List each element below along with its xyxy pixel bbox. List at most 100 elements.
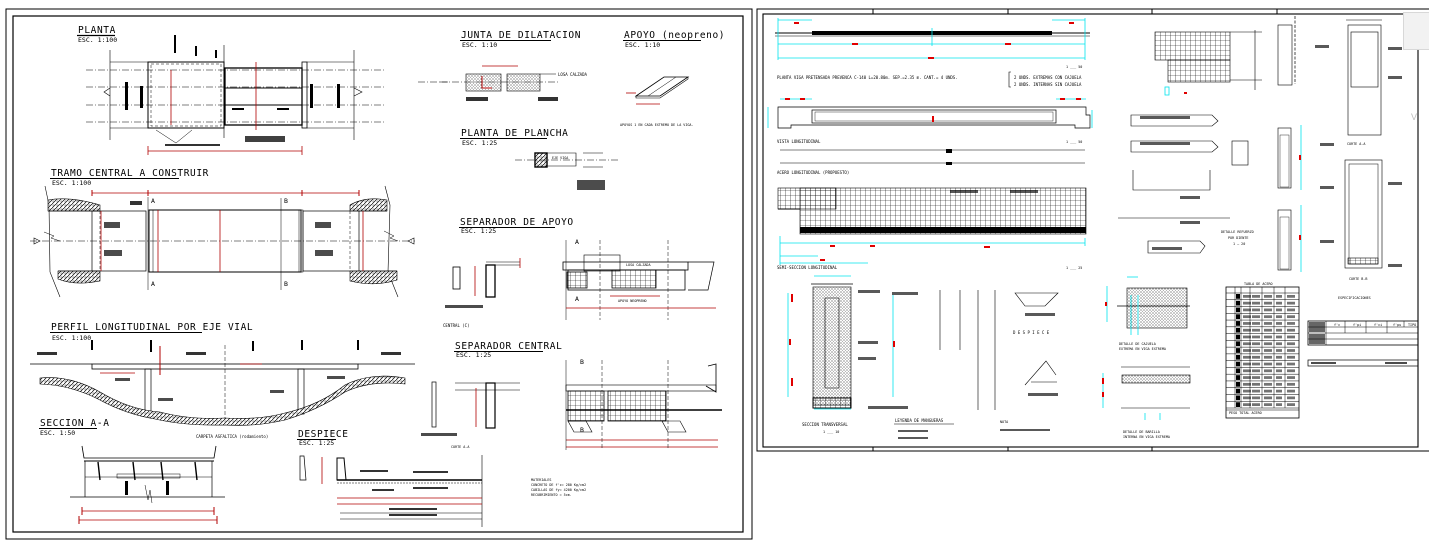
junta-title: JUNTA DE DILATACION [461,30,581,41]
corte-aa-label-1: CORTE A-A [1347,142,1365,146]
vista-long-title: VISTA LONGITUDINAL [777,139,821,144]
despiece-right-title: D E S P I E C E [1013,330,1050,335]
sep-central-title: SEPARADOR CENTRAL [455,341,562,352]
svg-text:A: A [575,295,579,303]
svg-text:B: B [580,358,584,366]
sep-central-corte: CORTE A-A [451,445,469,449]
brace-note-1: 2 UNDS. EXTREMAS CON CAJUELA [1014,75,1082,80]
svg-text:B: B [580,426,584,434]
tabla-row [1236,395,1295,401]
planta-title: PLANTA [78,25,116,36]
minor-annotations [858,45,1402,439]
annotation-text-block [1388,47,1402,50]
annotation-text-block [1140,116,1190,119]
tabla-row [1236,294,1295,299]
junta-dilatacion-view: JUNTA DE DILATACION ESC. 1:10 LOSA CALZA… [440,30,587,101]
annotation-text-block [1010,190,1038,193]
despiece-view: DESPIECE ESC. 1:25 [297,429,483,527]
tabla-row [1236,334,1295,340]
tabla-row [1236,341,1295,347]
cajuela-reinforcement-view [1154,16,1296,96]
annotation-text-block [1388,182,1402,185]
sep-apoyo-note-neopreno: APOYO NEOPRENO [618,299,647,303]
annotation-text-block [892,292,918,295]
left-sheet-outer-border [5,8,753,540]
annotation-text-block [1315,45,1329,48]
scale-20: 1 — 20 [1233,242,1245,246]
annotation-text-block [1320,143,1334,146]
annotation-text-block [1025,313,1055,316]
sep-central-scale: ESC. 1:25 [456,351,491,359]
detalle-cajuela-title: DETALLE DE CAJUELA [1119,342,1156,346]
left-sheet-inner-border [12,15,744,533]
sep-apoyo-note-losa: LOSA CALZADA [626,263,651,267]
scale-25: 1 ___ 25 [1066,266,1082,270]
tabla-row [1236,314,1295,320]
barras-despiece-view: DETALLE REFUERZO POR DIENTE 1 — 20 [1118,114,1302,272]
sep-apoyo-title: SEPARADOR DE APOYO [460,217,574,228]
apoyo-scale: ESC. 1:10 [625,41,660,49]
sep-apoyo-scale: ESC. 1:25 [461,227,496,235]
peso-total-label: PESO TOTAL ACERO [1229,411,1262,415]
materiales-line-4: RECUBRIMIENTO = 5cm. [531,493,572,497]
seccion-aa-view: SECCION A-A ESC. 1:50 CARPETA ASFALTICA … [39,418,268,524]
annotation-text-block [1180,221,1200,224]
seccion-title: SECCION A-A [40,418,110,429]
tabla-row [1236,348,1295,353]
perfil-longitudinal-view: PERFIL LONGITUDINAL POR EJE VIAL ESC. 1:… [30,322,415,426]
section-b-top: B [284,197,288,205]
brace-note-2: 2 UNDS. INTERNAS SIN CAJUELA [1014,82,1082,87]
materiales-line-1: MATERIALES [531,478,551,482]
tabla-row [1236,402,1295,407]
tabla-acero: TABLA DE ACERO PESO TOTAL ACERO [1225,282,1300,419]
planta-scale: ESC. 1:100 [78,36,117,44]
tabla-row [1236,388,1295,394]
left-sheet: PLANTA ESC. 1:100 [5,8,753,540]
seccion-note: CARPETA ASFALTICA (rodamiento) [196,434,268,439]
tabla-acero-title: TABLA DE ACERO [1244,282,1273,286]
acero-long-title: ACERO LONGITUDINAL (PROPUESTO) [777,170,849,175]
tramo-central-view: TRAMO CENTRAL A CONSTRUIR ESC. 1:100 [30,168,415,298]
spec-header-cell: f'pu [1393,323,1401,327]
annotation-text-block [898,430,928,432]
despiece-title: DESPIECE [298,429,349,440]
detalle-cajuela-sub: EXTREMA EN VIGA EXTREMA [1119,347,1166,351]
detalle-barilla-title: DETALLE DE BARILLA [1123,430,1160,434]
annotation-text-block [1388,264,1402,267]
annotation-text-block [1028,393,1058,396]
seccion-trans-title: SECCION TRANSVERSAL [802,422,848,427]
seccion-scale: ESC. 1:50 [40,429,75,437]
right-sheet: 1 ___ 50 PLANTA VIGA PRETENSADA PREVENCA… [756,8,1429,452]
annotation-text-block [1388,76,1402,79]
tabla-row [1236,327,1295,333]
materiales-line-2: CONCRETO DE f'c= 280 Kg/cm2 [531,483,586,487]
annotation-text-block [1000,429,1050,431]
sep-apoyo-central: CENTRAL (C) [443,323,470,328]
separador-apoyo-view: SEPARADOR DE APOYO ESC. 1:25 LOSA CALZAD… [443,217,716,328]
detalle-barilla-sub: INTERNA EN VIGA EXTREMA [1123,435,1170,439]
detalle-cajuela-view: DETALLE DE CAJUELA EXTREMA EN VIGA EXTRE… [1102,276,1191,439]
planta-plancha-view: PLANTA DE PLANCHA ESC. 1:25 EJE VIGA [460,128,618,190]
annotation-text-block [1180,196,1200,199]
leyenda-title: LEYENDA DE MANGUERAS [895,418,944,423]
vista-longitudinal-view: VISTA LONGITUDINAL 1 ___ 50 [767,98,1093,165]
spec-header-cell: TIPO [1408,323,1416,327]
plancha-title: PLANTA DE PLANCHA [461,128,568,139]
spec-header-cell: f'c [1334,323,1340,327]
annotation-text-block [858,357,876,360]
despiece-scale: ESC. 1:25 [299,439,334,447]
scale-10: 1 ___ 10 [823,430,839,434]
annotation-text-block [1320,240,1334,243]
tabla-row [1236,375,1295,380]
section-a-top: A [151,197,155,205]
plancha-note: EJE VIGA [552,156,568,160]
nota-title: NOTA [1000,420,1008,424]
section-a-bottom: A [151,280,155,288]
despiece-right-view: D E S P I E C E NOTA [1000,292,1059,424]
apoyo-note: APOYOS 1 EN CADA EXTREMO DE LA VIGA. [620,123,694,127]
apoyo-view: APOYO (neopreno) ESC. 1:10 APOYOS 1 EN C… [620,30,725,127]
apoyo-title: APOYO (neopreno) [624,30,725,41]
acero-longitudinal-view: ACERO LONGITUDINAL (PROPUESTO) SEMI-SECC… [777,170,1087,270]
